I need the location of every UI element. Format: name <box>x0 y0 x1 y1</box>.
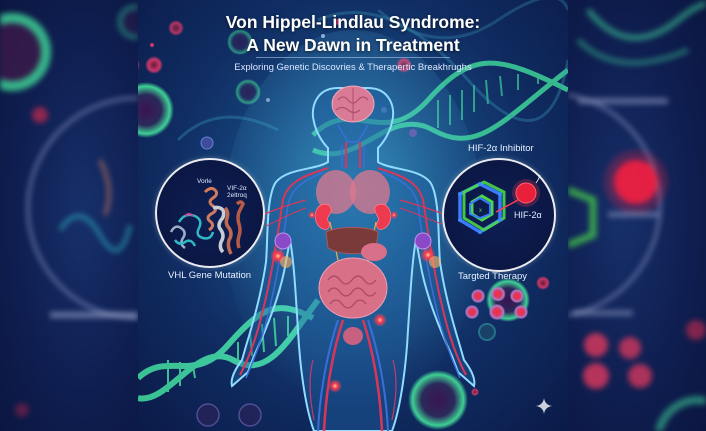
sparkle-icon <box>536 398 552 414</box>
hif-2a-inhibitor-inset: x HIF-2α <box>442 158 556 272</box>
poster-subtitle: Exploring Genetic Discovries & Therapert… <box>234 62 472 73</box>
title-divider <box>256 57 450 58</box>
protein-ribbon-icon <box>169 186 245 255</box>
protein-label-vif: VIF-2α <box>227 185 247 192</box>
hif-2a-target-label: HIF-2α <box>514 210 542 220</box>
hif-2a-inhibitor-heading: HIF-2α Inhibitor <box>468 143 534 154</box>
vhl-gene-inset: Vorle VIF-2α 2eltroq <box>155 158 265 268</box>
protein-label-2eltroq: 2eltroq <box>227 192 247 199</box>
illustration <box>138 0 568 431</box>
human-anatomy-figure <box>223 30 483 431</box>
vhl-gene-mutation-caption: VHL Gene Mutation <box>168 270 252 281</box>
svg-text:x: x <box>479 208 482 214</box>
blurred-left-border <box>0 0 138 431</box>
targeted-therapy-caption: Targted Therapy <box>458 271 528 282</box>
protein-label-vorle: Vorle <box>197 178 212 185</box>
targeted-therapy-cells <box>465 286 528 320</box>
blurred-right-border <box>568 0 706 431</box>
poster-title-line-2: A New Dawn in Treatment <box>246 35 460 55</box>
molecule-hexagon-icon: x <box>458 174 541 235</box>
poster: Von Hippel-Lindlau Syndrome: A New Dawn … <box>138 0 568 431</box>
poster-title-line-1: Von Hippel-Lindlau Syndrome: <box>225 12 481 32</box>
